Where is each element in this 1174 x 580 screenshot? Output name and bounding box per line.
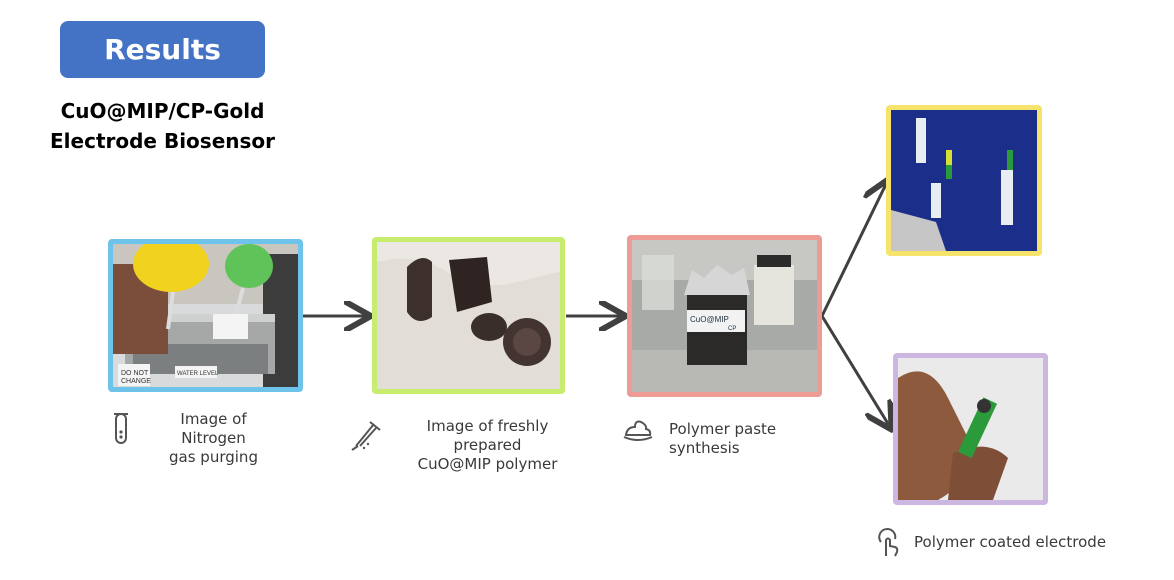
cuo-mip-polymer-photo	[372, 237, 565, 394]
arrow-4	[820, 315, 890, 427]
nitrogen-purging-photo: DO NOT CHANGE WATER LEVEL	[108, 239, 303, 392]
coated-electrode-photo	[893, 353, 1048, 505]
caption-paste-line1: Polymer paste synthesis	[669, 420, 777, 457]
electrodes-photo	[886, 105, 1042, 256]
caption-nitrogen-line2: gas purging	[169, 448, 258, 466]
caption-paste: Polymer paste synthesis	[669, 420, 849, 458]
jar-label-text: CuO@MIP	[690, 315, 729, 324]
water-level-text: WATER LEVEL	[177, 371, 219, 377]
jar-label-text-2: CP	[728, 326, 736, 332]
caption-polymer-line2: CuO@MIP polymer	[417, 455, 558, 473]
caption-coated: Polymer coated electrode	[914, 533, 1114, 552]
arrow-3	[820, 182, 887, 317]
pipette-icon	[351, 421, 381, 451]
caption-nitrogen: Image of Nitrogen gas purging	[146, 410, 281, 467]
title-line-2: Electrode Biosensor	[50, 129, 275, 153]
polymer-paste-photo: CuO@MIP CP	[627, 235, 822, 397]
caption-polymer: Image of freshly prepared CuO@MIP polyme…	[395, 417, 580, 474]
test-tube-icon	[114, 413, 128, 444]
caption-nitrogen-line1: Image of Nitrogen	[180, 410, 247, 447]
caption-polymer-line1: Image of freshly prepared	[426, 417, 549, 454]
diagram-title: CuO@MIP/CP-Gold Electrode Biosensor	[40, 96, 285, 156]
paste-icon	[623, 420, 653, 441]
touch-icon	[878, 528, 899, 557]
caption-coated-line1: Polymer coated electrode	[914, 533, 1107, 551]
beaker-sign-text-2: CHANGE	[121, 378, 151, 385]
title-line-1: CuO@MIP/CP-Gold	[60, 99, 265, 123]
beaker-sign-text: DO NOT	[121, 370, 149, 377]
results-badge: Results	[60, 21, 265, 78]
